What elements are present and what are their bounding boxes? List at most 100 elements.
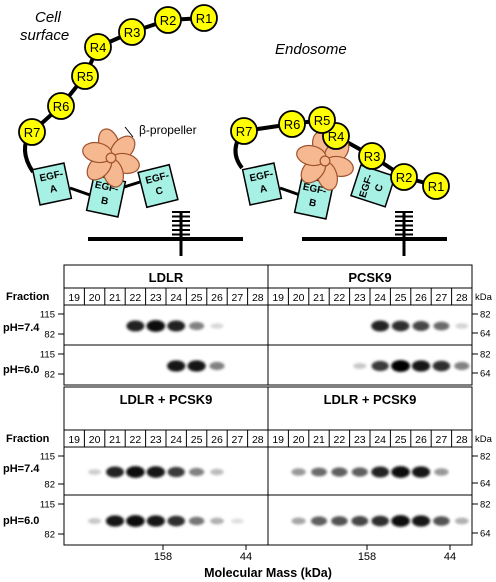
right-repeat-label-r5: R5 — [314, 113, 331, 128]
left-egf-c: EGF- C — [137, 163, 179, 209]
right-egf-a-label-2: A — [259, 183, 268, 195]
right-mw-tick: 64 — [480, 329, 491, 340]
left-mw-tick: 82 — [44, 480, 55, 491]
blot-band — [432, 360, 451, 372]
ph-label-2: pH=6.0 — [3, 364, 39, 376]
fraction-number: 22 — [334, 434, 346, 446]
left-mw-tick: 115 — [40, 452, 55, 463]
right-egf-a-label-1: EGF- — [249, 169, 275, 185]
blot-band — [371, 320, 390, 332]
blot-band — [189, 467, 205, 477]
fraction-number: 20 — [293, 292, 305, 304]
fraction-number: 24 — [170, 292, 182, 304]
right-o-linked-region — [395, 211, 413, 236]
blot-band — [231, 518, 244, 524]
fraction-number: 21 — [313, 292, 325, 304]
left-egf-c-label-2: C — [155, 185, 165, 197]
left-repeat-label-r4: R4 — [90, 40, 107, 55]
fraction-number: 28 — [456, 434, 468, 446]
marker-158-label-right: 158 — [358, 551, 376, 563]
fraction-number: 23 — [354, 292, 366, 304]
right-egf-linker-ab — [279, 186, 301, 197]
left-mw-tick: 82 — [44, 370, 55, 381]
beta-propeller-pointer — [124, 126, 134, 138]
left-repeat-r4 — [84, 33, 112, 61]
blot-band — [331, 467, 348, 477]
fraction-number: 19 — [68, 292, 80, 304]
blot-band — [391, 515, 410, 527]
left-o-linked-region — [172, 211, 190, 236]
right-egf-c: EGF- C — [349, 164, 397, 208]
fraction-number: 22 — [334, 292, 346, 304]
right-egf-b-label-2: B — [308, 197, 317, 209]
blot-band — [126, 320, 145, 332]
left-repeat-label-r2: R2 — [160, 13, 177, 28]
right-repeat-label-r6: R6 — [284, 117, 301, 132]
left-repeat-r6 — [47, 92, 75, 120]
kda-label-top: kDa — [475, 292, 493, 303]
fraction-number: 24 — [374, 292, 386, 304]
blot-band — [210, 323, 224, 329]
panel-title-ldlr: LDLR — [149, 270, 184, 285]
right-repeat-label-r2: R2 — [396, 170, 413, 185]
left-repeat-r1 — [190, 4, 218, 32]
blot-band — [433, 321, 450, 331]
blot-band — [126, 466, 145, 478]
cell-surface-label-line1: Cell — [35, 9, 62, 26]
right-repeat-label-r7: R7 — [236, 124, 253, 139]
blot-band — [146, 515, 165, 527]
blot-band — [146, 466, 166, 478]
blot-band — [291, 468, 306, 476]
fraction-number: 19 — [68, 434, 80, 446]
blot-band — [210, 517, 224, 525]
fraction-number: 23 — [354, 434, 366, 446]
left-beta-propeller-icon — [82, 128, 140, 188]
blot-band — [88, 469, 102, 475]
fraction-number: 19 — [272, 292, 284, 304]
fraction-number: 27 — [232, 292, 244, 304]
blot-band — [391, 320, 410, 332]
fraction-number: 28 — [456, 292, 468, 304]
cartoon-panel: Cell surface Endosome EGF- A EGF- B — [18, 4, 450, 256]
blot-band — [88, 517, 102, 525]
fraction-label-bottom: Fraction — [6, 433, 50, 445]
blot-band — [311, 467, 327, 477]
fraction-number: 26 — [415, 434, 427, 446]
left-repeat-label-r7: R7 — [24, 125, 41, 140]
left-mw-tick: 115 — [40, 310, 55, 321]
fraction-number: 25 — [395, 292, 407, 304]
panel-title-ldlr-pcsk9-left: LDLR + PCSK9 — [120, 392, 213, 407]
blot-band — [167, 515, 185, 527]
fraction-number: 26 — [211, 292, 223, 304]
marker-44-label-right: 44 — [444, 551, 456, 563]
fraction-number: 21 — [109, 434, 121, 446]
fraction-number: 20 — [293, 434, 305, 446]
blot-band — [126, 515, 145, 527]
fraction-number: 27 — [232, 434, 244, 446]
blot-band — [391, 466, 410, 478]
blot-band — [454, 361, 470, 371]
blot-band — [371, 360, 389, 372]
blot-band — [411, 466, 431, 478]
blot-band — [411, 360, 431, 372]
right-repeat-r2 — [390, 163, 418, 191]
right-repeat-r6 — [278, 110, 306, 138]
right-repeat-label-r3: R3 — [364, 149, 381, 164]
left-mw-tick: 115 — [40, 500, 55, 511]
blot-band — [167, 466, 185, 478]
right-mw-tick: 64 — [480, 479, 491, 490]
left-egf-b-label-2: B — [100, 195, 109, 207]
blot-band — [391, 360, 411, 372]
right-repeat-r1 — [422, 172, 450, 200]
blot-band — [291, 517, 306, 525]
fraction-number: 23 — [150, 292, 162, 304]
left-mw-tick: 82 — [44, 530, 55, 541]
left-mw-tick: 82 — [44, 330, 55, 341]
right-mw-tick: 64 — [480, 369, 491, 380]
fraction-number: 24 — [374, 434, 386, 446]
right-mw-tick: 82 — [480, 310, 491, 321]
fraction-number: 26 — [211, 434, 223, 446]
